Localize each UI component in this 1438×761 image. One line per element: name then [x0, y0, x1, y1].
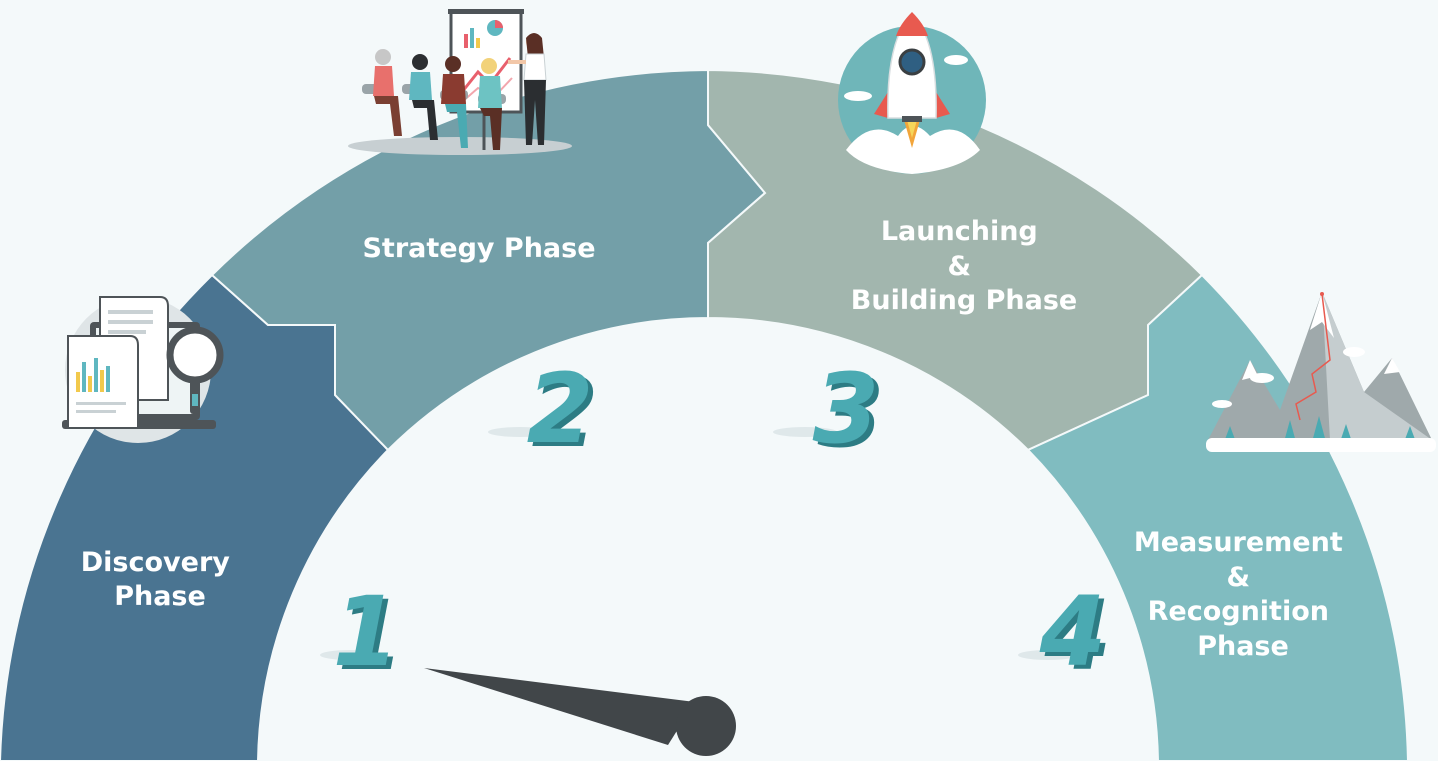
- team-presentation-icon: [348, 9, 572, 155]
- document-analytics-icon: [62, 296, 224, 443]
- rocket-launch-icon: [838, 12, 986, 174]
- launching-phase-label: Launching & Building Phase: [851, 216, 1077, 316]
- strategy-phase-label: Strategy Phase: [362, 233, 595, 264]
- svg-text:1: 1: [338, 580, 405, 692]
- gauge-needle: [424, 668, 736, 756]
- phase-number-4: 4: [1039, 576, 1107, 688]
- needle-hub: [676, 696, 736, 756]
- svg-text:4: 4: [1044, 580, 1112, 692]
- svg-text:2: 2: [532, 357, 599, 469]
- phase-numbers: 1 1 2 2 3 3 4 4: [320, 353, 1111, 692]
- svg-text:3: 3: [818, 357, 885, 469]
- measurement-phase-label: Measurement & Recognition Phase: [1134, 527, 1352, 662]
- phase-number-1: 1: [333, 576, 400, 688]
- discovery-phase-label: Discovery Phase: [81, 547, 240, 612]
- phase-number-2: 2: [527, 353, 594, 465]
- phase-number-3: 3: [813, 353, 880, 465]
- mountain-peak-icon: [1206, 292, 1436, 452]
